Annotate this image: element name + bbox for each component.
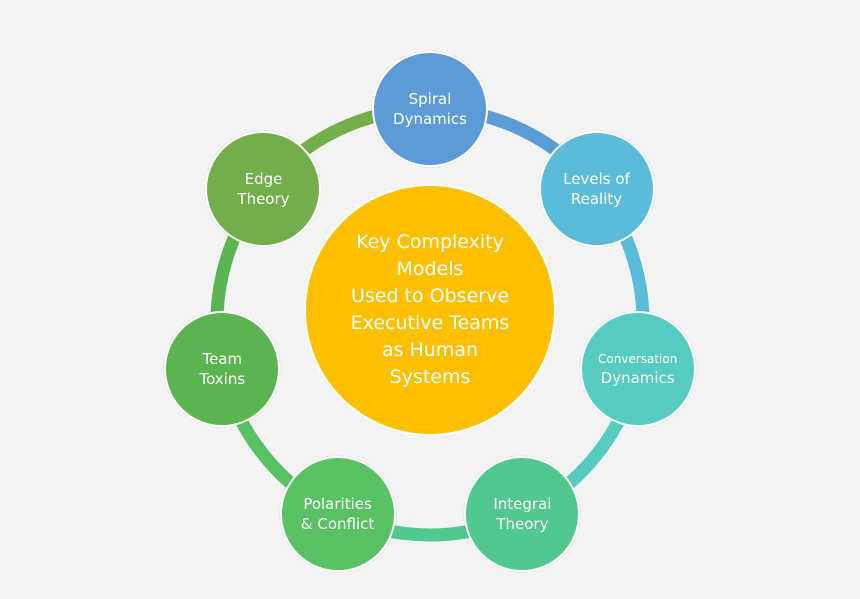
center-line-2: Models	[396, 258, 464, 280]
center-line-3: Used to Observe	[350, 285, 510, 307]
node-edge-theory-line-1: Edge	[244, 170, 283, 189]
node-conversation-dynamics-line-2: Dynamics	[600, 369, 675, 388]
node-conversation-dynamics: Conversation Dynamics	[579, 311, 696, 428]
node-spiral-dynamics: Spiral Dynamics	[372, 51, 488, 167]
node-team-toxins-line-2: Toxins	[199, 370, 246, 389]
node-team-toxins-line-1: Team	[202, 350, 243, 369]
center-line-4: Executive Teams	[350, 312, 510, 334]
center-circle: Key Complexity Models Used to Observe Ex…	[304, 184, 556, 436]
node-spiral-dynamics-line-1: Spiral	[408, 90, 452, 108]
node-levels-of-reality-line-1: Levels of	[563, 170, 630, 189]
center-line-6: Systems	[389, 366, 471, 388]
node-polarities-conflict: Polarities & Conflict	[279, 455, 396, 572]
node-edge-theory: Edge Theory	[205, 131, 322, 248]
node-levels-of-reality: Levels of Reality	[538, 131, 655, 248]
node-polarities-conflict-line-1: Polarities	[303, 494, 372, 513]
node-conversation-dynamics-line-1: Conversation	[597, 352, 678, 367]
center-line-1: Key Complexity	[356, 231, 504, 253]
node-integral-theory-line-2: Theory	[496, 514, 549, 533]
center-line-5: as Human	[381, 339, 479, 361]
node-team-toxins: Team Toxins	[164, 311, 281, 428]
node-integral-theory: Integral Theory	[464, 455, 581, 572]
node-spiral-dynamics-line-2: Dynamics	[393, 110, 467, 128]
node-levels-of-reality-line-2: Reality	[570, 190, 623, 209]
node-integral-theory-line-1: Integral	[493, 494, 552, 513]
node-edge-theory-line-2: Theory	[237, 190, 290, 209]
node-polarities-conflict-line-2: & Conflict	[300, 514, 375, 533]
